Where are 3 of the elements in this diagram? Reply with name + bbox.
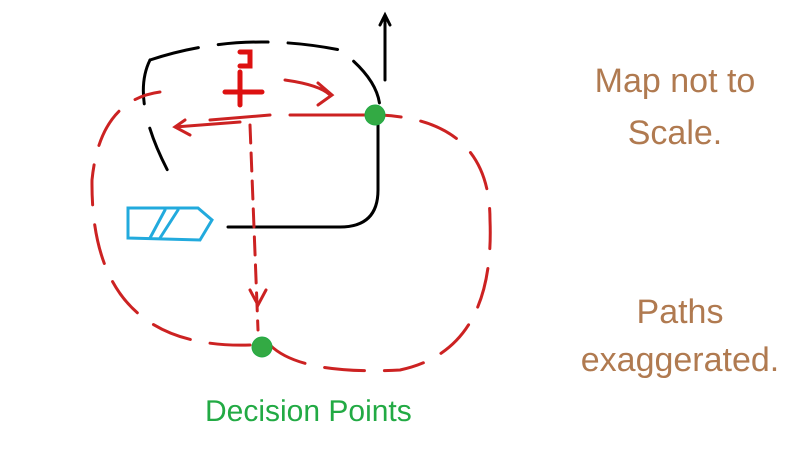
note-text: Paths exaggerated. xyxy=(580,292,780,381)
caption-text: Decision Points xyxy=(205,395,412,429)
note-text: Map not to Scale. xyxy=(594,61,756,154)
